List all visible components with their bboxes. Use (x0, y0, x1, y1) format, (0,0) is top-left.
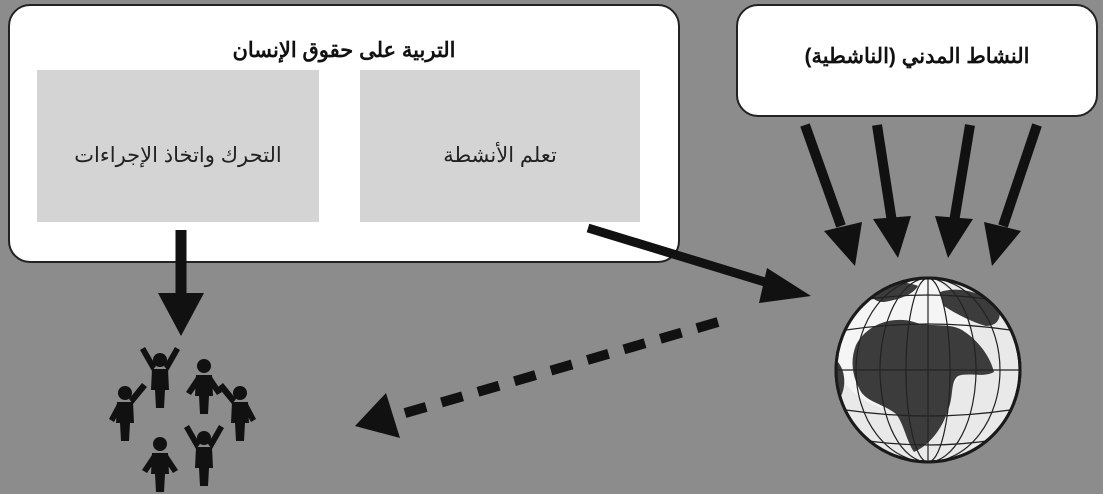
arrows-civic-to-globe (805, 125, 1037, 266)
people-group-icon (109, 347, 256, 492)
arrow-action-to-people (158, 230, 204, 336)
dashed-arrow-globe-to-people (355, 322, 718, 438)
arrow-learning-to-globe (588, 228, 811, 303)
globe-icon (830, 270, 1020, 462)
